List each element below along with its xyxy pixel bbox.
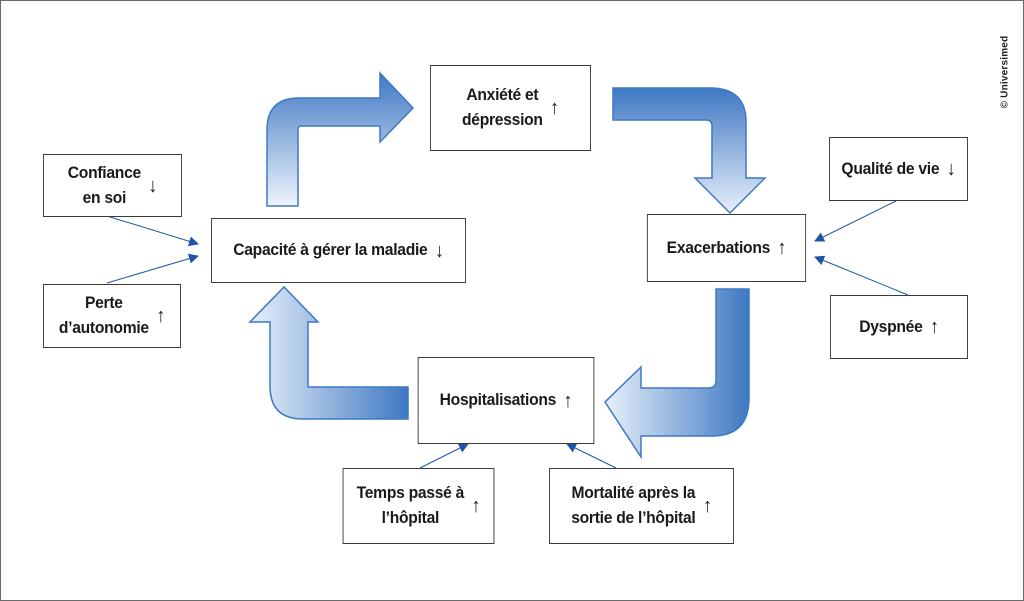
box-quality: Qualité de vie ↓ xyxy=(829,137,968,201)
box-hospitalisations: Hospitalisations ↑ xyxy=(417,357,595,444)
arrow-up-icon: ↑ xyxy=(471,495,481,517)
arrow-down-icon: ↓ xyxy=(946,158,956,180)
box-label: Qualité de vie xyxy=(841,158,940,178)
connector-quality xyxy=(814,200,897,242)
box-label: Capacité à gérer la maladie xyxy=(233,240,428,260)
box-dyspnea: Dyspnée ↑ xyxy=(830,295,968,359)
box-autonomy: Perte d’autonomie ↑ xyxy=(43,284,181,348)
box-exacerbations: Exacerbations ↑ xyxy=(646,214,807,282)
arrow-down-icon: ↓ xyxy=(434,239,444,262)
arrow-up-icon: ↑ xyxy=(563,389,573,412)
connector-time-hospital xyxy=(419,443,469,469)
arrow-up-icon: ↑ xyxy=(156,305,166,327)
box-mortality: Mortalité après la sortie de l’hôpital ↑ xyxy=(549,468,734,544)
connector-autonomy xyxy=(106,253,199,284)
arrow-up-icon: ↑ xyxy=(702,495,712,517)
cycle-arrow-anxiety-to-exacerbations xyxy=(612,87,767,215)
cycle-arrow-hospitalisations-to-capacity xyxy=(248,285,409,420)
box-capacity: Capacité à gérer la maladie ↓ xyxy=(211,218,466,283)
cycle-arrow-capacity-to-anxiety xyxy=(266,71,415,207)
box-confidence: Confiance en soi ↓ xyxy=(43,154,182,217)
box-label: Exacerbations xyxy=(666,237,771,257)
box-time-hospital: Temps passé à l’hôpital ↑ xyxy=(342,468,495,544)
box-label: Temps passé à l’hôpital xyxy=(356,483,465,527)
connector-mortality xyxy=(566,443,617,469)
copyright-label: © Universimed xyxy=(999,35,1011,109)
box-label: Mortalité après la sortie de l’hôpital xyxy=(571,483,696,527)
cycle-arrow-exacerbations-to-hospitalisations xyxy=(604,288,750,460)
arrow-up-icon: ↑ xyxy=(550,97,559,119)
arrow-up-icon: ↑ xyxy=(777,237,787,259)
box-label: Anxiété et dépression xyxy=(462,85,543,129)
box-label: Perte d’autonomie xyxy=(58,293,149,337)
arrow-down-icon: ↓ xyxy=(148,174,158,197)
connector-dyspnea xyxy=(814,255,909,296)
box-label: Hospitalisations xyxy=(439,390,557,410)
arrow-up-icon: ↑ xyxy=(929,316,939,338)
box-label: Confiance en soi xyxy=(67,162,141,207)
box-label: Dyspnée xyxy=(859,316,923,336)
connector-confidence xyxy=(106,215,199,247)
box-anxiety: Anxiété et dépression ↑ xyxy=(430,65,591,151)
